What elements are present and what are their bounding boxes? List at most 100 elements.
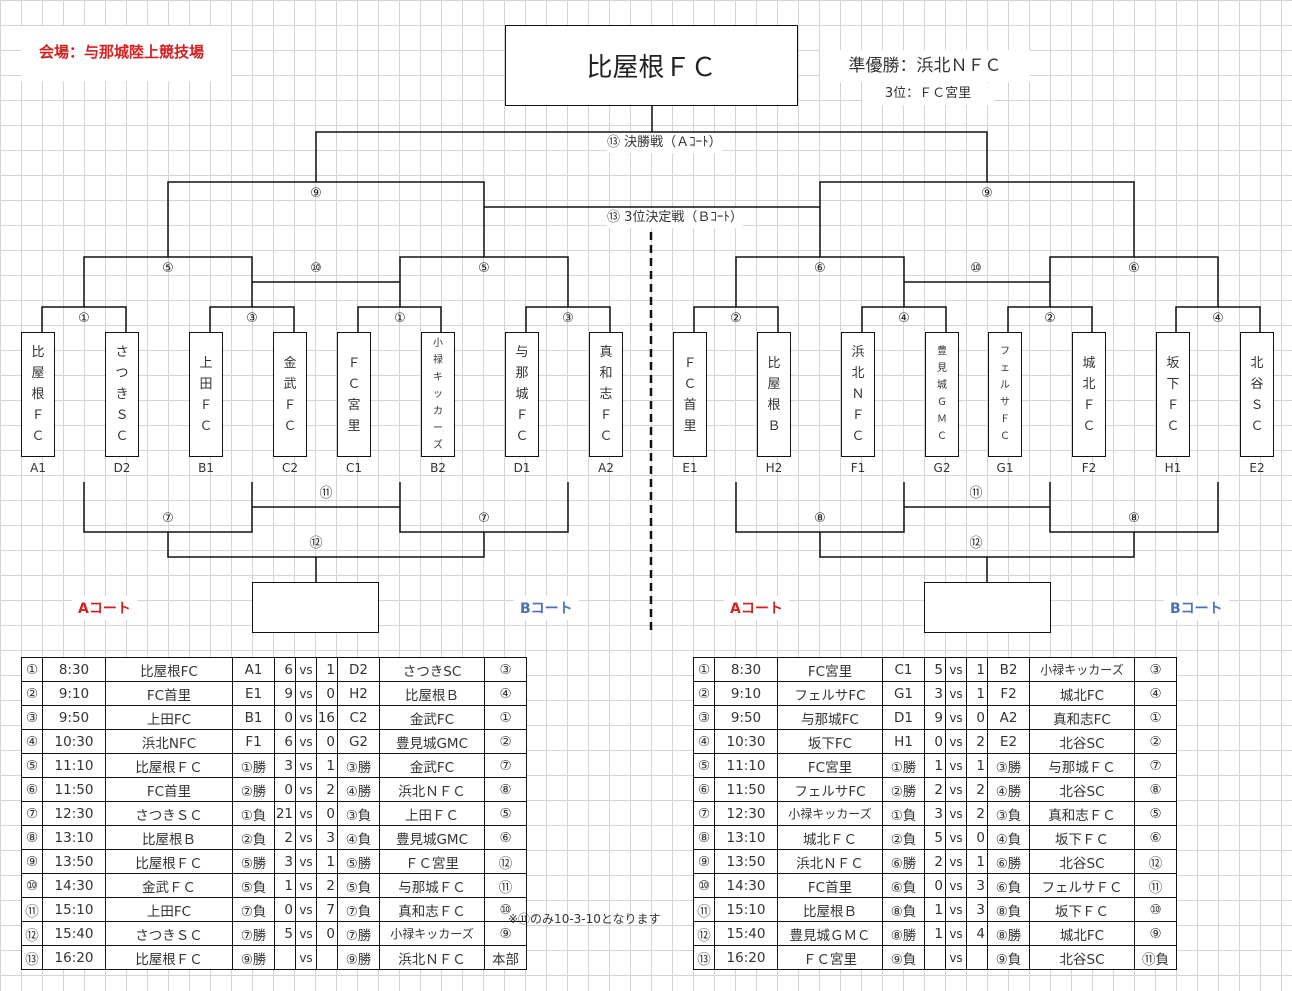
team-name-char: 金 <box>283 355 297 371</box>
cell-team2: 北谷SC <box>1029 849 1135 874</box>
team-seed: F2 <box>1081 461 1097 475</box>
cell-ref: ③ <box>484 657 527 682</box>
cell-score1: 3 <box>924 681 946 706</box>
cell-team2: 金武FC <box>379 753 485 778</box>
match-number: ③ <box>562 311 574 326</box>
cell-team1: 比屋根FC <box>105 657 233 682</box>
team-name-char: カ <box>433 405 443 417</box>
team-seed: B1 <box>198 461 214 475</box>
team-name-char: Ｆ <box>31 408 45 423</box>
cell-score1: 0 <box>274 777 296 802</box>
cell-vs: vs <box>295 681 317 706</box>
cell-team1: ＦＣ宮里 <box>777 945 883 970</box>
cell-team2: 真和志FC <box>1029 705 1135 730</box>
cell-ref: ⑪負 <box>1134 945 1177 970</box>
right-semi-line <box>819 181 1135 257</box>
cell-time: 13:50 <box>42 849 106 874</box>
team-name-char: Ｍ <box>937 414 947 425</box>
court-b-label: Bコート <box>1164 596 1229 620</box>
cell-team2: 北谷SC <box>1029 729 1135 754</box>
schedule-note: ※⑪のみ10-3-10となります <box>508 912 661 926</box>
team-seed: E1 <box>682 461 698 475</box>
cell-vs: vs <box>295 657 317 682</box>
cell-time: 15:40 <box>42 921 106 946</box>
team-name-char: Ｃ <box>199 418 213 434</box>
cell-slot1: E1 <box>232 681 275 706</box>
cell-vs: vs <box>945 921 967 946</box>
cell-team1: 比屋根Ｂ <box>777 897 883 922</box>
cell-slot2: ③勝 <box>987 753 1030 778</box>
cell-time: 8:30 <box>714 657 778 682</box>
cell-no: ⑩ <box>693 873 715 898</box>
cell-team2: 小禄キッカーズ <box>379 921 485 946</box>
team-name-char: Ｆ <box>1082 397 1096 413</box>
match-number: ⑤ <box>478 261 490 276</box>
cell-slot2: G2 <box>337 729 380 754</box>
match-number: ⑥ <box>1128 261 1140 276</box>
cell-team2: フェルサＦＣ <box>1029 873 1135 898</box>
cell-score2: 4 <box>966 921 988 946</box>
team-seed: F1 <box>850 461 866 475</box>
team-name-char: Ｆ <box>283 397 297 413</box>
cell-slot2: ⑧勝 <box>987 921 1030 946</box>
cell-ref: ④ <box>1134 681 1177 706</box>
cell-slot1: ②負 <box>232 825 275 850</box>
cell-vs: vs <box>295 921 317 946</box>
team-seed: H1 <box>1164 461 1182 475</box>
cell-team1: 比屋根ＦＣ <box>105 849 233 874</box>
cell-team2: さつきSC <box>379 657 485 682</box>
cell-ref: ⑧ <box>1134 777 1177 802</box>
team-name-char: 小 <box>433 337 443 349</box>
cell-no: ⑩ <box>21 873 43 898</box>
team-name-char: ェ <box>1000 363 1010 374</box>
cell-team1: 金武ＦＣ <box>105 873 233 898</box>
cell-slot2: ④負 <box>987 825 1030 850</box>
cell-vs: vs <box>945 945 967 970</box>
cell-vs: vs <box>945 681 967 706</box>
cell-vs: vs <box>945 801 967 826</box>
cell-ref: ③ <box>1134 657 1177 682</box>
team-name-char: 比 <box>31 345 45 360</box>
cell-score1: 2 <box>924 777 946 802</box>
team-name-char: キ <box>433 371 443 383</box>
cell-slot1: F1 <box>232 729 275 754</box>
team-name-char: 北 <box>851 366 865 381</box>
team-name-char: Ｓ <box>1250 397 1264 413</box>
cell-score1 <box>924 945 946 970</box>
cell-team2: 北谷SC <box>1029 945 1135 970</box>
cell-no: ⑧ <box>21 825 43 850</box>
match-number: ⑪ <box>969 486 983 501</box>
team-name-char: Ｆ <box>1166 397 1180 413</box>
cell-no: ⑫ <box>693 921 715 946</box>
team-seed: B2 <box>430 461 446 475</box>
cell-score1: 5 <box>924 825 946 850</box>
cell-no: ⑬ <box>21 945 43 970</box>
cell-score1: 0 <box>274 897 296 922</box>
cell-vs: vs <box>945 873 967 898</box>
cell-slot2: A2 <box>987 705 1030 730</box>
cell-slot2: F2 <box>987 681 1030 706</box>
cell-score1: 1 <box>924 753 946 778</box>
team-name-char: Ｃ <box>347 376 361 392</box>
cell-ref: ② <box>484 729 527 754</box>
cell-ref: ⑨ <box>484 921 527 946</box>
cell-slot1: ②負 <box>882 825 925 850</box>
team-box: 小禄キッカーズ <box>421 332 455 457</box>
cell-slot1: B1 <box>232 705 275 730</box>
cell-score1: 1 <box>924 921 946 946</box>
cell-time: 13:10 <box>714 825 778 850</box>
cell-ref: ⑩ <box>484 897 527 922</box>
team-name-char: 根 <box>767 397 781 413</box>
team-name-char: 下 <box>1166 376 1180 392</box>
